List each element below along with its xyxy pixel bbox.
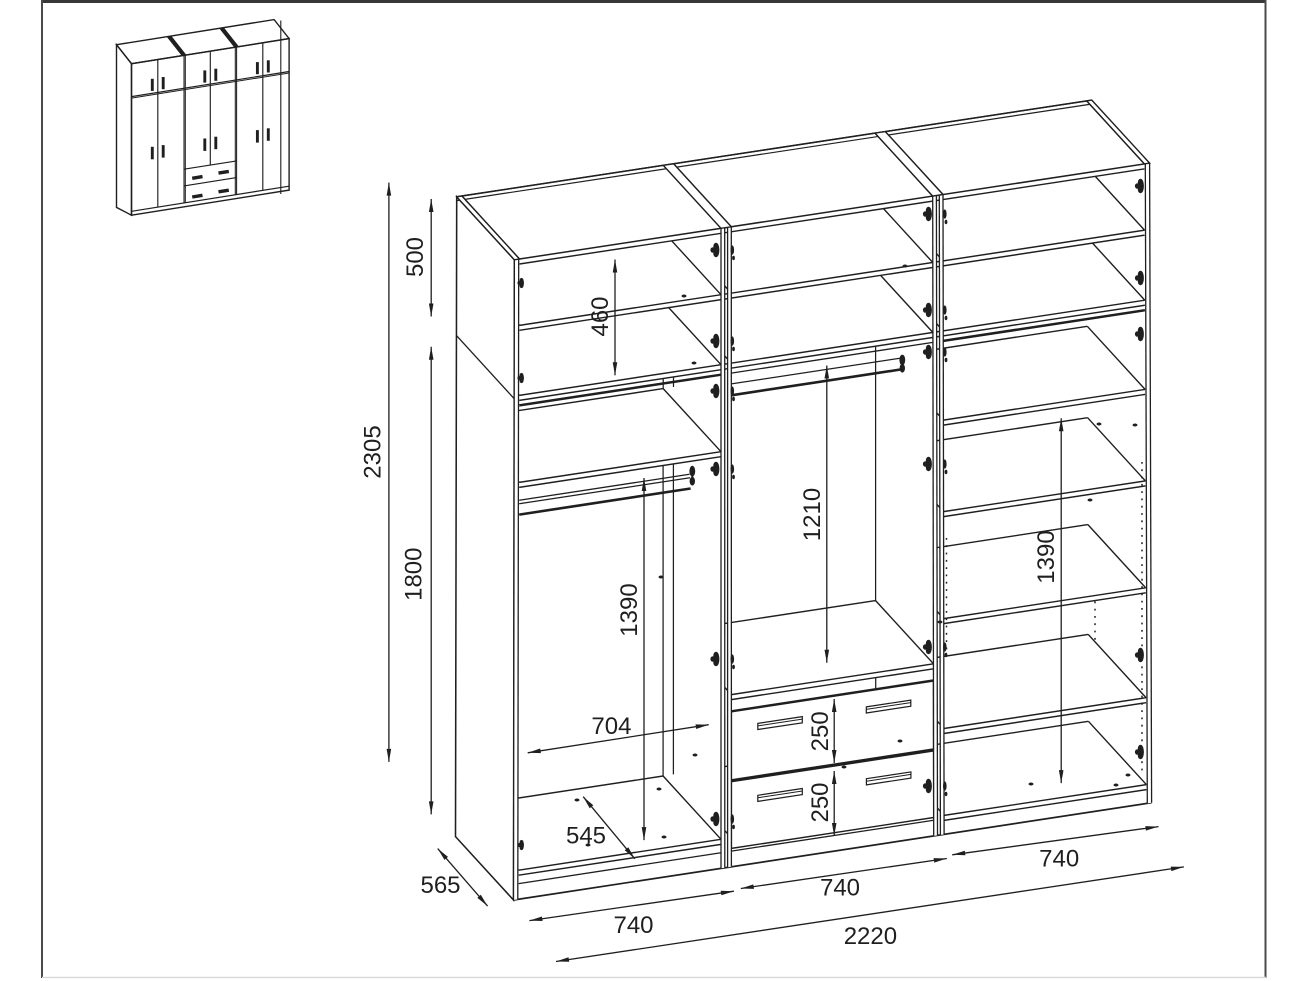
svg-text:545: 545 <box>566 823 606 850</box>
svg-text:740: 740 <box>820 875 860 902</box>
svg-text:1390: 1390 <box>616 583 643 636</box>
svg-text:704: 704 <box>591 713 631 740</box>
svg-text:460: 460 <box>587 296 614 336</box>
svg-text:740: 740 <box>1039 845 1079 872</box>
svg-text:740: 740 <box>613 912 653 939</box>
svg-text:500: 500 <box>402 237 429 277</box>
svg-text:250: 250 <box>807 711 834 751</box>
svg-text:2305: 2305 <box>360 425 387 478</box>
svg-text:250: 250 <box>807 782 834 822</box>
svg-text:1800: 1800 <box>401 548 428 601</box>
svg-text:565: 565 <box>420 872 460 899</box>
svg-text:2220: 2220 <box>844 923 897 950</box>
svg-text:1390: 1390 <box>1033 530 1060 583</box>
svg-text:1210: 1210 <box>799 488 826 541</box>
